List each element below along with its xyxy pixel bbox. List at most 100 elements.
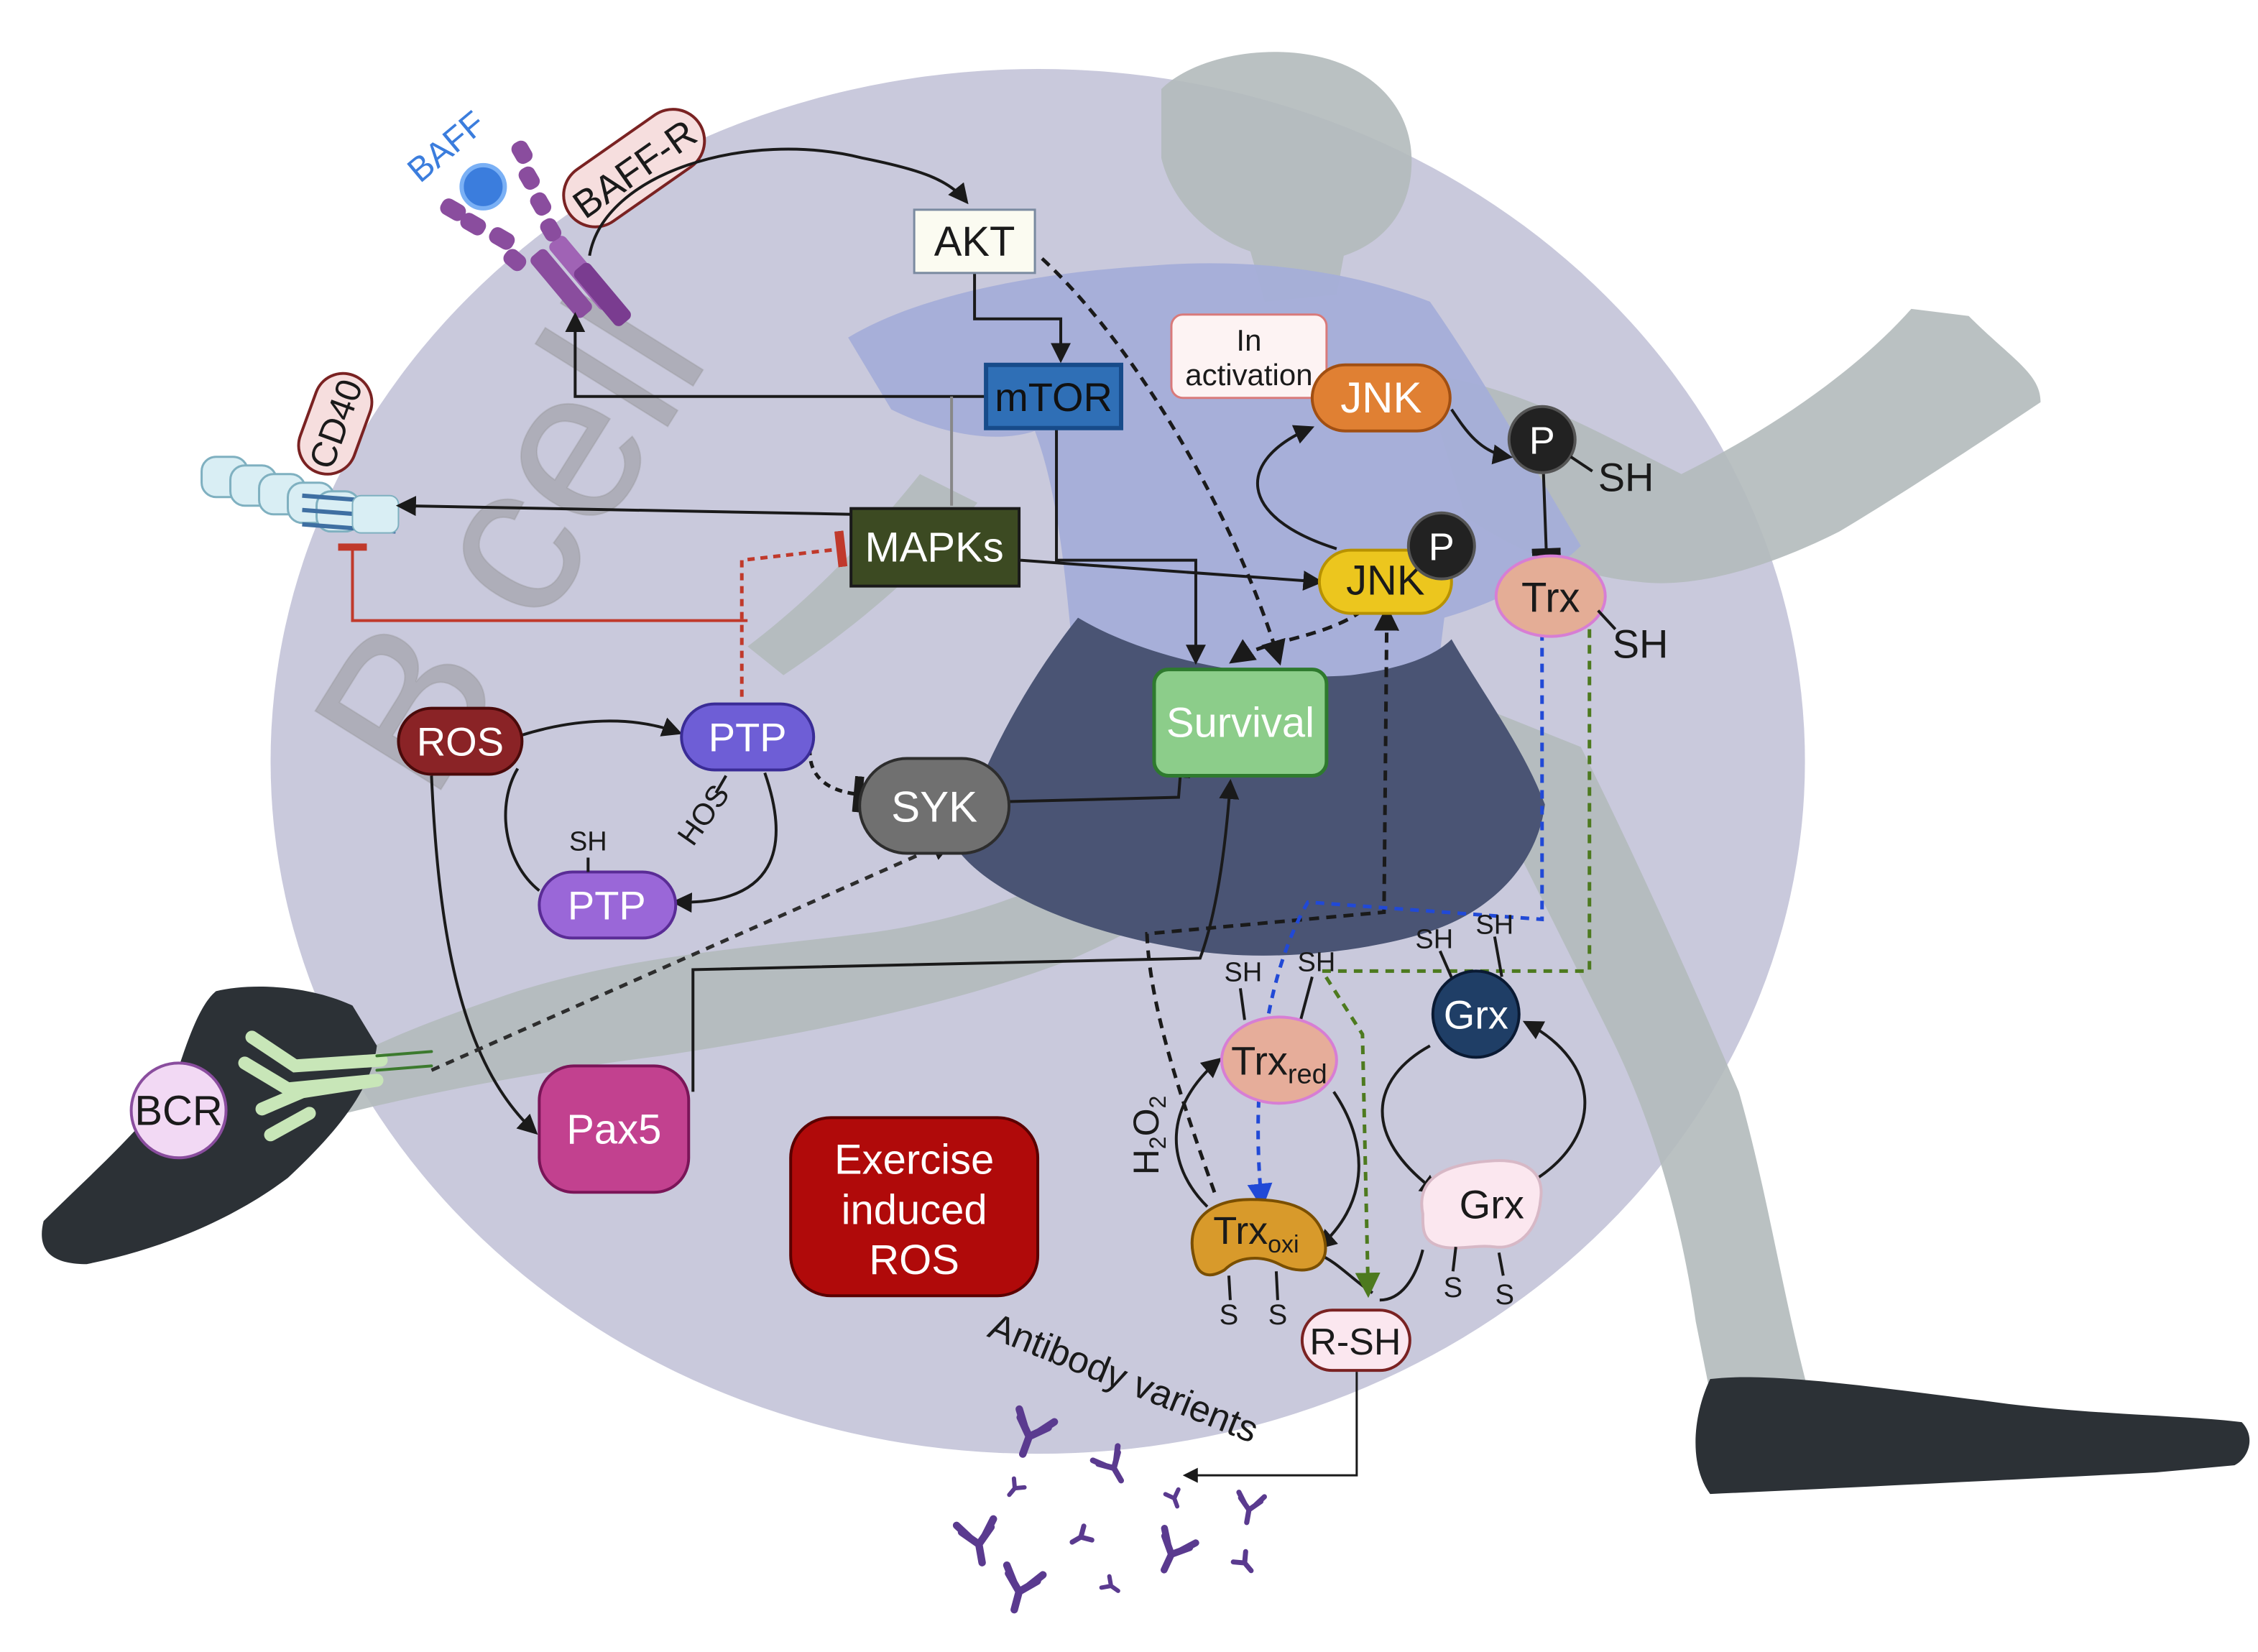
arrow-akt-mtor [973, 272, 1072, 364]
mtor-node [984, 362, 1124, 430]
akt-label: AKT [934, 219, 1015, 265]
s2-label: S [1268, 1299, 1288, 1331]
jnk-p-label: JNK [1346, 558, 1425, 604]
arrow-grxbot-grxtop [1522, 1020, 1587, 1179]
sh-trx-label: SH [1613, 622, 1669, 667]
bcr-node [129, 1061, 228, 1160]
mtor-label: mTOR [995, 374, 1112, 420]
runner-head [1161, 52, 1412, 302]
sh-trxred-label: SH [1225, 957, 1263, 987]
trx-red-node [1220, 1015, 1338, 1105]
arrow-jnkp-jnk [1255, 425, 1337, 550]
arrow-ros-pax5 [430, 775, 538, 1135]
runner-front-leg [331, 804, 1265, 1114]
runner-shorts [956, 617, 1545, 956]
line-grx-rsh [1379, 1249, 1424, 1302]
dash-akt-survival [1041, 257, 1286, 666]
h2o2-label: H2O2 [1126, 1096, 1171, 1176]
survival-label: Survival [1166, 701, 1314, 747]
trx-node [1494, 554, 1607, 638]
s3-label: S [1443, 1272, 1462, 1303]
p-top-label: P [1529, 420, 1555, 463]
syk-node [858, 757, 1011, 855]
antibody-icon [1089, 1443, 1125, 1484]
arrow-jnk-p [1450, 408, 1513, 465]
arrow-mtor-baffr [565, 312, 987, 398]
baff-r-stalk [573, 262, 631, 326]
p-jnk-node [1406, 511, 1476, 581]
arrow-grxtop-grxbot [1381, 1044, 1441, 1195]
mapks-label: MAPKs [865, 525, 1003, 571]
akt-node [913, 208, 1036, 274]
dash-trxoxi-jnkp [1145, 605, 1400, 1194]
antibody-icon [1015, 1405, 1059, 1458]
ros-node [397, 706, 524, 776]
baff-receptor-complex [440, 140, 631, 326]
arrow-ptpb-loop [504, 767, 540, 892]
trx-red-label: Trxred [1231, 1038, 1327, 1089]
s1-label: S [1220, 1299, 1239, 1331]
antibody-icon [1163, 1487, 1181, 1509]
sh-grx-left-label: SH [1415, 924, 1453, 954]
bcr-receptor [238, 1030, 433, 1142]
jnk-label: JNK [1340, 374, 1421, 422]
jnk-node [1310, 363, 1452, 433]
grx-top-node [1431, 969, 1521, 1059]
grx-top-label: Grx [1444, 992, 1508, 1037]
arrow-ros-ptp [520, 717, 683, 737]
ptp-top-node [680, 702, 816, 772]
grx-bottom-label: Grx [1460, 1181, 1524, 1227]
exercise-line2: induced [842, 1187, 987, 1233]
antibody-icon [1007, 1476, 1027, 1498]
antibody-icon [1161, 1525, 1199, 1574]
trx-oxi-node [1190, 1198, 1327, 1277]
arrow-pax5-survival [691, 778, 1240, 1092]
bcr-label: BCR [134, 1088, 222, 1134]
syk-label: SYK [891, 783, 977, 831]
antibody-icons [952, 1405, 1267, 1614]
sh-grx-right-label: SH [1475, 910, 1513, 940]
arrow-trxred-trxoxi [1316, 1091, 1360, 1250]
arrow-mapks-jnkp [1020, 558, 1324, 591]
runner-silhouette [331, 52, 2041, 1401]
runner-back-shoe [1695, 1377, 2250, 1495]
dash-jnkp-survival [1229, 609, 1364, 664]
baff-r-stalk [530, 249, 592, 318]
dash-trx-grx-green [1319, 629, 1592, 1298]
exercise-ros-node [789, 1116, 1040, 1298]
arrow-trxoxi-trxred [1174, 1057, 1222, 1208]
r-sh-label: R-SH [1309, 1321, 1401, 1363]
sh-top-label: SH [1598, 455, 1654, 500]
antibody-icon [952, 1515, 997, 1566]
runner-back-leg [1437, 689, 1811, 1401]
arrow-mapks-cd40 [395, 496, 852, 517]
baff-ligand [461, 165, 505, 208]
ptp-bottom-node [538, 870, 678, 940]
cd40-receptor [201, 456, 400, 534]
in-activation-line2: activation [1185, 358, 1312, 392]
connectors [395, 147, 1587, 1483]
sh-mid-label: SH [1298, 947, 1336, 977]
antibody-icon [1236, 1490, 1267, 1526]
ptp-bottom-label: PTP [568, 882, 646, 928]
baff-r-label-pill: BAFF-R [562, 108, 706, 229]
survival-node [1152, 668, 1329, 778]
antibody-icon [1003, 1561, 1047, 1614]
ros-label: ROS [417, 719, 504, 765]
runner-right-arm [1422, 308, 2041, 583]
s4-label: S [1495, 1279, 1514, 1311]
arrow-ptpt-ptpb [671, 772, 778, 913]
arrow-mtor-survival [1055, 428, 1206, 665]
pax5-node [538, 1064, 691, 1194]
p-top-node [1507, 405, 1577, 474]
dash-ptp-mapks-inhibit [739, 530, 848, 697]
pax5-label: Pax5 [566, 1107, 661, 1153]
antibody-icon [1069, 1523, 1095, 1545]
arrow-baffr-akt [588, 147, 969, 257]
p-jnk-label: P [1429, 526, 1455, 569]
exercise-line3: ROS [869, 1237, 959, 1283]
r-sh-node [1300, 1309, 1411, 1372]
cd40-inhibit-line [338, 543, 748, 622]
antibody-icon [1230, 1549, 1254, 1574]
